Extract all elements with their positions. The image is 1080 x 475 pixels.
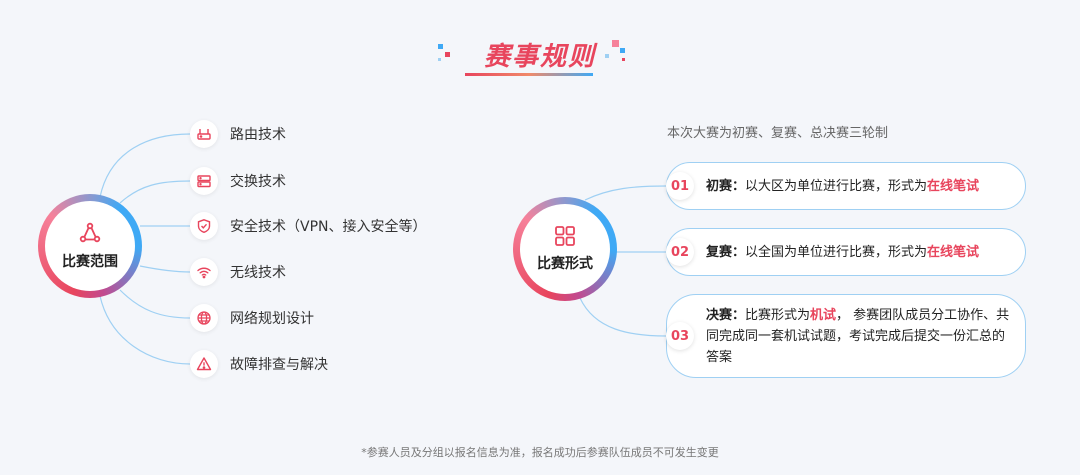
footnote: *参赛人员及分组以报名信息为准，报名成功后参赛队伍成员不可发生变更: [361, 446, 719, 459]
round-desc: ， 参赛团队成员分工协作、共同完成同一套机试试题，考试完成后提交一份汇总的答案: [706, 307, 1010, 365]
scope-item-troubleshooting: 故障排查与解决: [190, 350, 328, 378]
round-number: 01: [666, 172, 694, 200]
format-hub: 比赛形式: [513, 197, 617, 301]
decor-square: [445, 52, 450, 57]
scope-item-label: 路由技术: [230, 127, 286, 143]
round-card-semifinal: 02 复赛：以全国为单位进行比赛，形式为在线笔试: [666, 228, 1026, 276]
format-hub-label: 比赛形式: [537, 256, 593, 272]
decor-square: [620, 48, 625, 53]
scope-hub-label: 比赛范围: [62, 254, 118, 270]
round-number: 03: [666, 322, 694, 350]
round-name: 决赛：: [706, 307, 746, 323]
scope-item-security: 安全技术（VPN、接入安全等）: [190, 212, 427, 240]
round-card-preliminary: 01 初赛：以大区为单位进行比赛，形式为在线笔试: [666, 162, 1026, 210]
scope-item-planning: 网络规划设计: [190, 304, 314, 332]
title-underline: [465, 73, 593, 76]
scope-item-label: 安全技术（VPN、接入安全等）: [230, 219, 427, 235]
round-card-final: 03 决赛：比赛形式为机试， 参赛团队成员分工协作、共同完成同一套机试试题，考试…: [666, 294, 1026, 378]
decor-square: [612, 40, 619, 47]
wifi-icon: [197, 267, 211, 279]
scope-item-label: 网络规划设计: [230, 311, 314, 327]
page-title: 赛事规则: [483, 42, 596, 72]
round-highlight: 机试: [810, 307, 837, 323]
scope-item-label: 交换技术: [230, 174, 286, 190]
grid-icon: [555, 226, 575, 246]
round-text: 决赛：比赛形式为机试， 参赛团队成员分工协作、共同完成同一套机试试题，考试完成后…: [706, 305, 1014, 368]
round-desc: 比赛形式为: [745, 307, 811, 323]
round-name: 复赛：: [706, 244, 746, 260]
round-number: 02: [666, 238, 694, 266]
scope-hub: 比赛范围: [38, 194, 142, 298]
round-desc: 以大区为单位进行比赛，形式为: [745, 178, 928, 194]
round-name: 初赛：: [706, 178, 746, 194]
share-nodes-icon: [79, 222, 101, 243]
round-text: 复赛：以全国为单位进行比赛，形式为在线笔试: [706, 242, 979, 263]
section-header: 赛事规则: [0, 32, 1080, 82]
scope-item-label: 无线技术: [230, 265, 286, 281]
decor-square: [605, 54, 609, 58]
switch-icon: [197, 175, 211, 188]
round-desc: 以全国为单位进行比赛，形式为: [745, 244, 928, 260]
scope-item-routing: 路由技术: [190, 120, 286, 148]
scope-item-wireless: 无线技术: [190, 258, 286, 286]
shield-icon: [197, 219, 211, 234]
round-highlight: 在线笔试: [927, 178, 980, 194]
decor-square: [438, 44, 443, 49]
round-highlight: 在线笔试: [927, 244, 980, 260]
router-icon: [197, 129, 211, 140]
decor-square: [438, 58, 441, 61]
scope-item-switching: 交换技术: [190, 167, 286, 195]
scope-item-label: 故障排查与解决: [230, 357, 328, 373]
decor-square: [622, 58, 625, 61]
format-intro: 本次大赛为初赛、复赛、总决赛三轮制: [667, 126, 889, 141]
warning-icon: [196, 357, 212, 371]
round-text: 初赛：以大区为单位进行比赛，形式为在线笔试: [706, 176, 979, 197]
globe-icon: [197, 311, 211, 325]
